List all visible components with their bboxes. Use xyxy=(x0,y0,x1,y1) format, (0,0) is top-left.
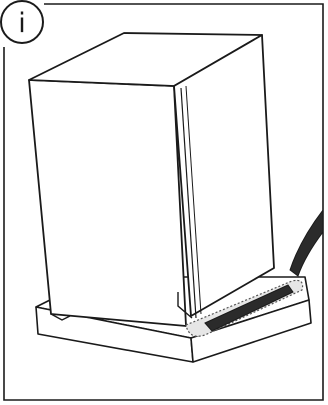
step-badge-label: i xyxy=(18,8,26,39)
appliance-cabinet xyxy=(29,33,274,326)
cabinet-front-door xyxy=(174,35,274,316)
cabinet-side-panel xyxy=(29,80,186,326)
peeled-tape xyxy=(290,210,323,276)
step-badge: i xyxy=(1,1,43,43)
